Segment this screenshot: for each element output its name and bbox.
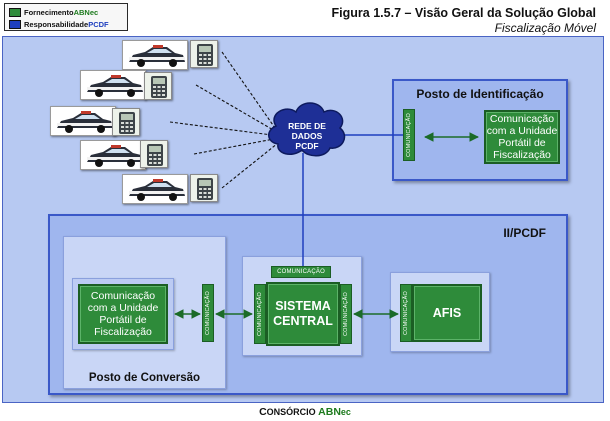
legend: Fornecimento ABNec Responsabilidade PCDF	[4, 3, 128, 31]
police-car-icon	[122, 40, 188, 70]
posto-identificacao-panel: Posto de Identificação COMUNICAÇÃO Comun…	[392, 79, 568, 181]
identificacao-module: Comunicação com a Unidade Portátil de Fi…	[484, 110, 560, 164]
posto-conversao-title: Posto de Conversão	[88, 372, 201, 384]
conversao-comm-strip: COMUNICAÇÃO	[202, 284, 214, 342]
handheld-device-icon	[112, 108, 140, 136]
posto-identificacao-title: Posto de Identificação	[416, 87, 544, 101]
legend-highlight: ABNec	[73, 8, 99, 17]
sistema-line: CENTRAL	[273, 314, 333, 328]
mobile-link	[195, 84, 276, 132]
police-car-icon	[80, 70, 146, 100]
afis-comm-strip: COMUNICAÇÃO	[400, 284, 412, 342]
legend-item-pcdf: Responsabilidade PCDF	[9, 19, 109, 30]
conversao-module: Comunicação com a Unidade Portátil de Fi…	[78, 284, 168, 344]
figure-subtitle: Fiscalização Móvel	[494, 21, 596, 35]
mobile-links	[169, 51, 279, 189]
module-line: com a Unidade	[87, 302, 159, 314]
sistema-central-box: SISTEMA CENTRAL	[266, 282, 340, 346]
footer-credit: CONSÓRCIO ABNec	[0, 406, 610, 418]
module-line: Comunicação	[489, 113, 555, 125]
footer-brand-rest: ec	[340, 407, 351, 417]
module-line: com a Unidade	[486, 125, 558, 137]
handheld-device-icon	[140, 140, 168, 168]
figure-title: Figura 1.5.7 – Visão Geral da Solução Gl…	[331, 6, 596, 20]
legend-item-abnec: Fornecimento ABNec	[9, 7, 98, 18]
sistema-line: SISTEMA	[275, 299, 331, 313]
legend-label: Responsabilidade	[24, 20, 89, 29]
legend-label: Fornecimento	[24, 8, 74, 17]
module-line: Comunicação	[90, 290, 156, 302]
police-car-icon	[50, 106, 116, 136]
sistema-left-comm: COMUNICAÇÃO	[254, 284, 266, 344]
police-car-icon	[80, 140, 146, 170]
footer-brand: ABN	[318, 406, 341, 418]
afis-label: AFIS	[432, 305, 462, 320]
police-car-icon	[122, 174, 188, 204]
mobile-link	[221, 142, 279, 189]
afis-box: AFIS	[412, 284, 482, 342]
handheld-device-icon	[190, 174, 218, 202]
cloud-line-1: REDE DE	[288, 121, 326, 131]
network-cloud-icon	[268, 102, 346, 157]
sistema-right-comm: COMUNICAÇÃO	[340, 284, 352, 344]
module-line: Portátil de	[498, 137, 546, 149]
module-line: Portátil de	[99, 314, 147, 326]
ii-pcdf-title: II/PCDF	[503, 226, 546, 240]
mobile-link	[221, 51, 276, 129]
cloud-line-2: DADOS	[292, 131, 323, 141]
sistema-top-comm: COMUNICAÇÃO	[271, 266, 331, 278]
module-line: Fiscalização	[493, 149, 551, 161]
mobile-link	[169, 121, 273, 136]
mobile-link	[193, 138, 275, 155]
legend-highlight: PCDF	[88, 20, 109, 29]
module-line: Fiscalização	[94, 326, 152, 338]
footer-text: ONSÓRCIO	[266, 407, 319, 417]
handheld-device-icon	[144, 72, 172, 100]
footer-initial: C	[259, 406, 267, 418]
green-swatch-icon	[9, 8, 21, 17]
cloud-line-3: PCDF	[295, 141, 318, 151]
blue-swatch-icon	[9, 20, 21, 29]
identificacao-comm-strip: COMUNICAÇÃO	[403, 109, 415, 161]
handheld-device-icon	[190, 40, 218, 68]
